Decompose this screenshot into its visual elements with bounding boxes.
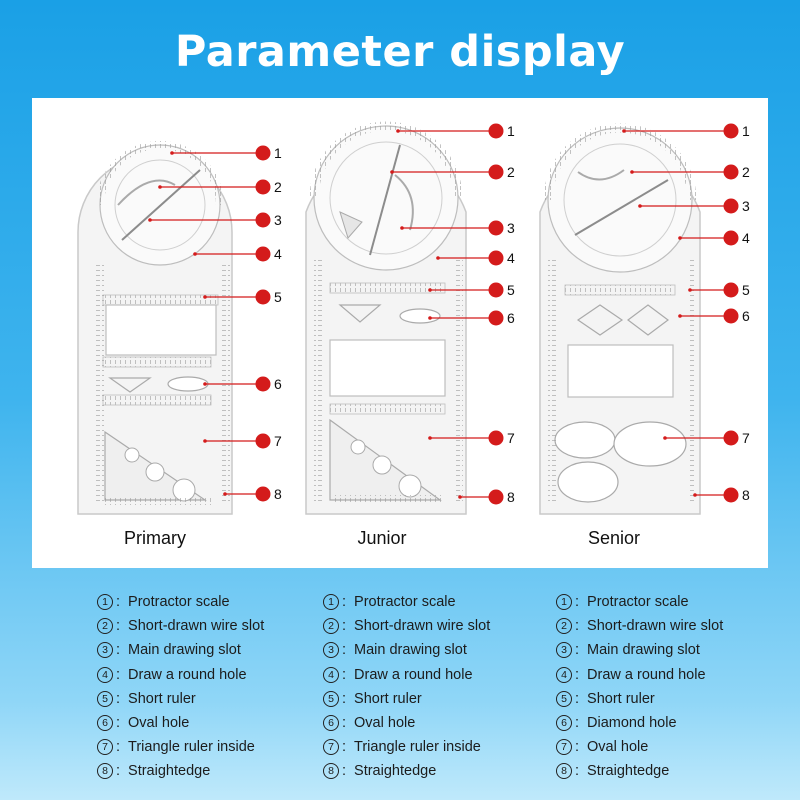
ruler-name-senior: Senior — [587, 528, 641, 548]
circled-number: 6 — [97, 715, 113, 732]
circled-number: 4 — [556, 666, 572, 683]
circled-number: 4 — [97, 666, 113, 683]
legend-item: 4:Draw a round hole — [97, 663, 327, 687]
product-panel — [32, 98, 768, 568]
circled-number: 5 — [323, 690, 339, 707]
circled-number: 3 — [323, 642, 339, 659]
legend-item: 8:Straightedge — [97, 759, 327, 783]
ruler-name-primary: Primary — [124, 528, 186, 548]
circled-number: 7 — [97, 739, 113, 756]
legend-item: 6:Oval hole — [97, 711, 327, 735]
legend-junior: 1:Protractor scale 2:Short-drawn wire sl… — [323, 590, 553, 784]
circled-number: 1 — [97, 594, 113, 611]
legend-label: Short ruler — [354, 690, 422, 707]
legend-item: 3:Main drawing slot — [556, 638, 786, 662]
circled-number: 5 — [97, 690, 113, 707]
circled-number: 2 — [97, 618, 113, 635]
legend-item: 2:Short-drawn wire slot — [323, 614, 553, 638]
legend-label: Straightedge — [128, 763, 211, 780]
legend-label: Short ruler — [128, 690, 196, 707]
legend-label: Short ruler — [587, 690, 655, 707]
legend-item: 6:Oval hole — [323, 711, 553, 735]
circled-number: 3 — [97, 642, 113, 659]
legend-item: 3:Main drawing slot — [323, 638, 553, 662]
legend-item: 4:Draw a round hole — [323, 663, 553, 687]
legend-item: 1:Protractor scale — [97, 590, 327, 614]
legend-item: 3:Main drawing slot — [97, 638, 327, 662]
legend-label: Main drawing slot — [587, 642, 700, 659]
legend-label: Short-drawn wire slot — [587, 618, 724, 635]
legend-label: Protractor scale — [587, 594, 689, 611]
legend-label: Protractor scale — [128, 594, 230, 611]
circled-number: 7 — [323, 739, 339, 756]
legend-label: Draw a round hole — [128, 666, 247, 683]
circled-number: 1 — [323, 594, 339, 611]
page-title: Parameter display — [174, 27, 626, 77]
circled-number: 8 — [556, 763, 572, 780]
circled-number: 2 — [323, 618, 339, 635]
legend-label: Oval hole — [128, 715, 190, 732]
legend-label: Straightedge — [587, 763, 670, 780]
circled-number: 6 — [323, 715, 339, 732]
legend-senior: 1:Protractor scale 2:Short-drawn wire sl… — [556, 590, 786, 784]
ruler-name-junior: Junior — [357, 528, 407, 548]
circled-number: 4 — [323, 666, 339, 683]
circled-number: 8 — [323, 763, 339, 780]
legend-label: Main drawing slot — [128, 642, 241, 659]
legend-label: Main drawing slot — [354, 642, 467, 659]
circled-number: 7 — [556, 739, 572, 756]
legend-label: Protractor scale — [354, 594, 456, 611]
legend-label: Short-drawn wire slot — [354, 618, 491, 635]
legend-label: Triangle ruler inside — [128, 739, 255, 756]
legend-label: Oval hole — [587, 739, 649, 756]
legend-label: Triangle ruler inside — [354, 739, 481, 756]
legend-item: 1:Protractor scale — [556, 590, 786, 614]
legend-label: Diamond hole — [587, 715, 677, 732]
circled-number: 1 — [556, 594, 572, 611]
legend-item: 5:Short ruler — [556, 687, 786, 711]
circled-number: 8 — [97, 763, 113, 780]
legend-label: Straightedge — [354, 763, 437, 780]
legend-item: 5:Short ruler — [97, 687, 327, 711]
legend-item: 8:Straightedge — [556, 759, 786, 783]
legend-label: Short-drawn wire slot — [128, 618, 265, 635]
circled-number: 3 — [556, 642, 572, 659]
circled-number: 2 — [556, 618, 572, 635]
legend-label: Oval hole — [354, 715, 416, 732]
legend-label: Draw a round hole — [354, 666, 473, 683]
legend-label: Draw a round hole — [587, 666, 706, 683]
legend-primary: 1:Protractor scale 2:Short-drawn wire sl… — [97, 590, 327, 784]
legend-item: 5:Short ruler — [323, 687, 553, 711]
legend-item: 7:Oval hole — [556, 735, 786, 759]
circled-number: 6 — [556, 715, 572, 732]
legend-item: 6:Diamond hole — [556, 711, 786, 735]
legend-item: 2:Short-drawn wire slot — [556, 614, 786, 638]
circled-number: 5 — [556, 690, 572, 707]
legend-item: 8:Straightedge — [323, 759, 553, 783]
legend-item: 7:Triangle ruler inside — [323, 735, 553, 759]
legend-item: 4:Draw a round hole — [556, 663, 786, 687]
legend-item: 2:Short-drawn wire slot — [97, 614, 327, 638]
legend-item: 7:Triangle ruler inside — [97, 735, 327, 759]
legend-item: 1:Protractor scale — [323, 590, 553, 614]
